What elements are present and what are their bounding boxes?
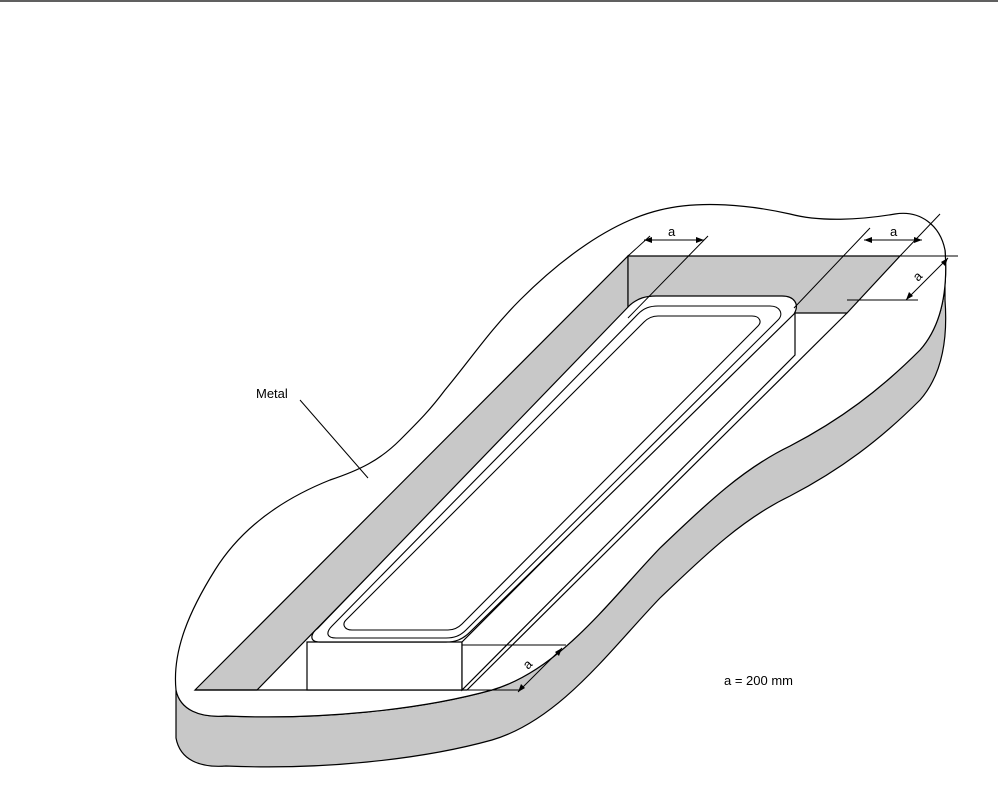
metal-label: Metal	[256, 386, 288, 401]
slab-front-face	[307, 642, 462, 690]
dim-a-topright-label: a	[890, 224, 898, 239]
dim-a-topleft-label: a	[668, 224, 676, 239]
metal-leader-line	[300, 400, 368, 478]
dimension-note: a = 200 mm	[724, 673, 793, 688]
